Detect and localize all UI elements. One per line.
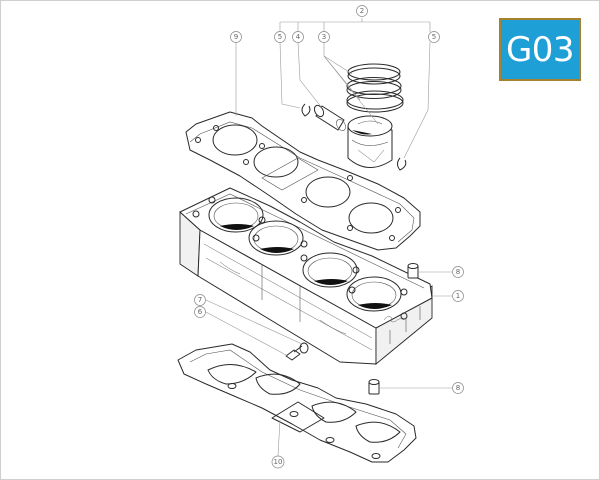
callout-8-upper: 8 — [452, 266, 464, 278]
base-gasket — [177, 343, 417, 463]
bolt-and-washer — [285, 342, 309, 361]
dowel-pin-lower — [368, 379, 380, 395]
callout-7: 7 — [194, 294, 206, 306]
svg-text:5: 5 — [278, 33, 282, 41]
callout-3: 3 — [318, 31, 330, 43]
svg-text:5: 5 — [432, 33, 436, 41]
svg-text:3: 3 — [322, 33, 326, 41]
callout-1: 1 — [452, 290, 464, 302]
circlips — [301, 103, 407, 171]
piston — [347, 115, 393, 168]
cylinder-block — [179, 187, 433, 365]
svg-text:7: 7 — [198, 296, 202, 304]
head-gasket — [185, 111, 421, 251]
svg-text:6: 6 — [198, 308, 203, 316]
callout-4: 4 — [292, 31, 304, 43]
callout-2: 2 — [356, 5, 368, 17]
svg-text:8: 8 — [456, 384, 460, 392]
callout-5-left: 5 — [274, 31, 286, 43]
svg-text:4: 4 — [296, 33, 301, 41]
dowel-pin-upper — [407, 263, 419, 279]
svg-text:9: 9 — [234, 33, 238, 41]
callout-6: 6 — [194, 306, 206, 318]
diagram-code-badge: G03 — [499, 18, 581, 81]
svg-text:8: 8 — [456, 268, 460, 276]
callout-9: 9 — [230, 31, 242, 43]
leader-lines — [205, 18, 452, 457]
svg-text:1: 1 — [456, 292, 460, 300]
piston-pin — [313, 104, 346, 131]
diagram-code-label: G03 — [505, 29, 575, 70]
svg-text:2: 2 — [360, 7, 364, 15]
callout-8-lower: 8 — [452, 382, 464, 394]
piston-rings — [346, 63, 404, 113]
callout-10: 10 — [271, 455, 285, 469]
svg-text:10: 10 — [274, 458, 283, 466]
callout-5-right: 5 — [428, 31, 440, 43]
